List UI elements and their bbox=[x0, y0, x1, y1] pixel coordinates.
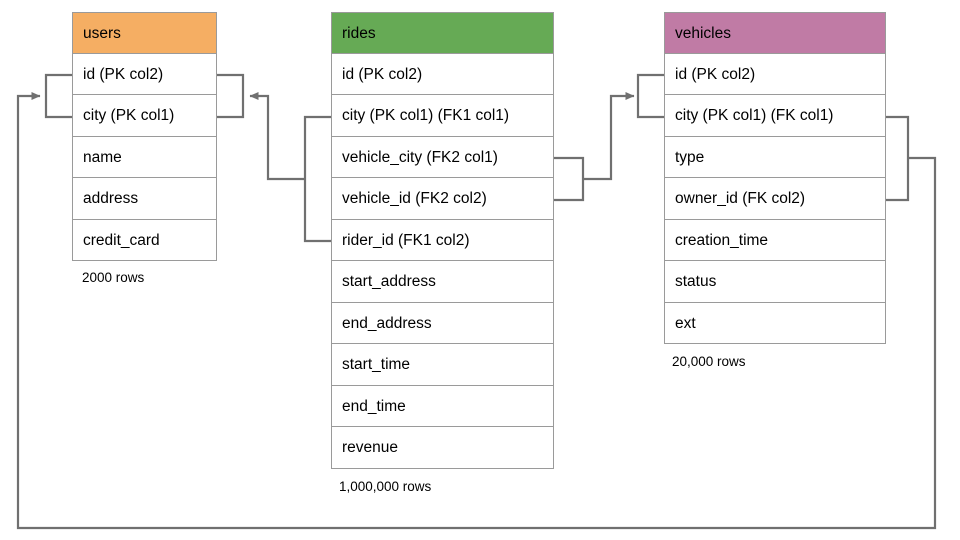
table-users[interactable]: users id (PK col2) city (PK col1) name a… bbox=[72, 12, 217, 261]
table-rides-column-id[interactable]: id (PK col2) bbox=[331, 53, 554, 95]
table-rides-column-end-address[interactable]: end_address bbox=[331, 302, 554, 344]
table-vehicles-column-id[interactable]: id (PK col2) bbox=[664, 53, 886, 95]
edge-vehicles-left-bracket bbox=[636, 73, 664, 119]
table-users-column-id[interactable]: id (PK col2) bbox=[72, 53, 217, 95]
table-vehicles-column-city[interactable]: city (PK col1) (FK col1) bbox=[664, 95, 886, 137]
table-vehicles-column-status[interactable]: status bbox=[664, 261, 886, 303]
edge-users-right-bracket bbox=[217, 73, 245, 119]
edge-users-left-bracket bbox=[44, 73, 72, 119]
table-users-row-count: 2000 rows bbox=[82, 270, 145, 285]
edge-rides-fk2-bracket bbox=[554, 156, 585, 202]
table-vehicles-column-ext[interactable]: ext bbox=[664, 302, 886, 344]
table-rides-column-rider-id[interactable]: rider_id (FK1 col2) bbox=[331, 219, 554, 261]
table-users-column-city[interactable]: city (PK col1) bbox=[72, 95, 217, 137]
edge-vehicles-right-bracket bbox=[886, 115, 910, 202]
table-rides-column-city[interactable]: city (PK col1) (FK1 col1) bbox=[331, 95, 554, 137]
table-vehicles-header: vehicles bbox=[664, 12, 886, 54]
edge-rides-fk1-bracket bbox=[303, 115, 331, 243]
table-rides-column-revenue[interactable]: revenue bbox=[331, 427, 554, 469]
edge-rides-fk1-stub bbox=[249, 92, 305, 181]
table-rides-column-start-address[interactable]: start_address bbox=[331, 261, 554, 303]
edge-rides-fk2-stub bbox=[583, 92, 635, 181]
table-rides[interactable]: rides id (PK col2) city (PK col1) (FK1 c… bbox=[331, 12, 554, 469]
table-users-title: users bbox=[83, 25, 121, 42]
table-rides-title: rides bbox=[342, 25, 376, 42]
table-vehicles[interactable]: vehicles id (PK col2) city (PK col1) (FK… bbox=[664, 12, 886, 344]
table-rides-column-vehicle-id[interactable]: vehicle_id (FK2 col2) bbox=[331, 178, 554, 220]
table-vehicles-title: vehicles bbox=[675, 25, 731, 42]
table-rides-column-start-time[interactable]: start_time bbox=[331, 344, 554, 386]
table-rides-header: rides bbox=[331, 12, 554, 54]
table-users-column-credit-card[interactable]: credit_card bbox=[72, 219, 217, 261]
table-vehicles-column-creation-time[interactable]: creation_time bbox=[664, 219, 886, 261]
table-users-header: users bbox=[72, 12, 217, 54]
table-rides-column-end-time[interactable]: end_time bbox=[331, 385, 554, 427]
table-vehicles-column-owner-id[interactable]: owner_id (FK col2) bbox=[664, 178, 886, 220]
table-rides-column-vehicle-city[interactable]: vehicle_city (FK2 col1) bbox=[331, 136, 554, 178]
table-rides-row-count: 1,000,000 rows bbox=[339, 479, 432, 494]
table-users-column-address[interactable]: address bbox=[72, 178, 217, 220]
table-users-column-name[interactable]: name bbox=[72, 136, 217, 178]
table-vehicles-column-type[interactable]: type bbox=[664, 136, 886, 178]
table-vehicles-row-count: 20,000 rows bbox=[672, 354, 746, 369]
